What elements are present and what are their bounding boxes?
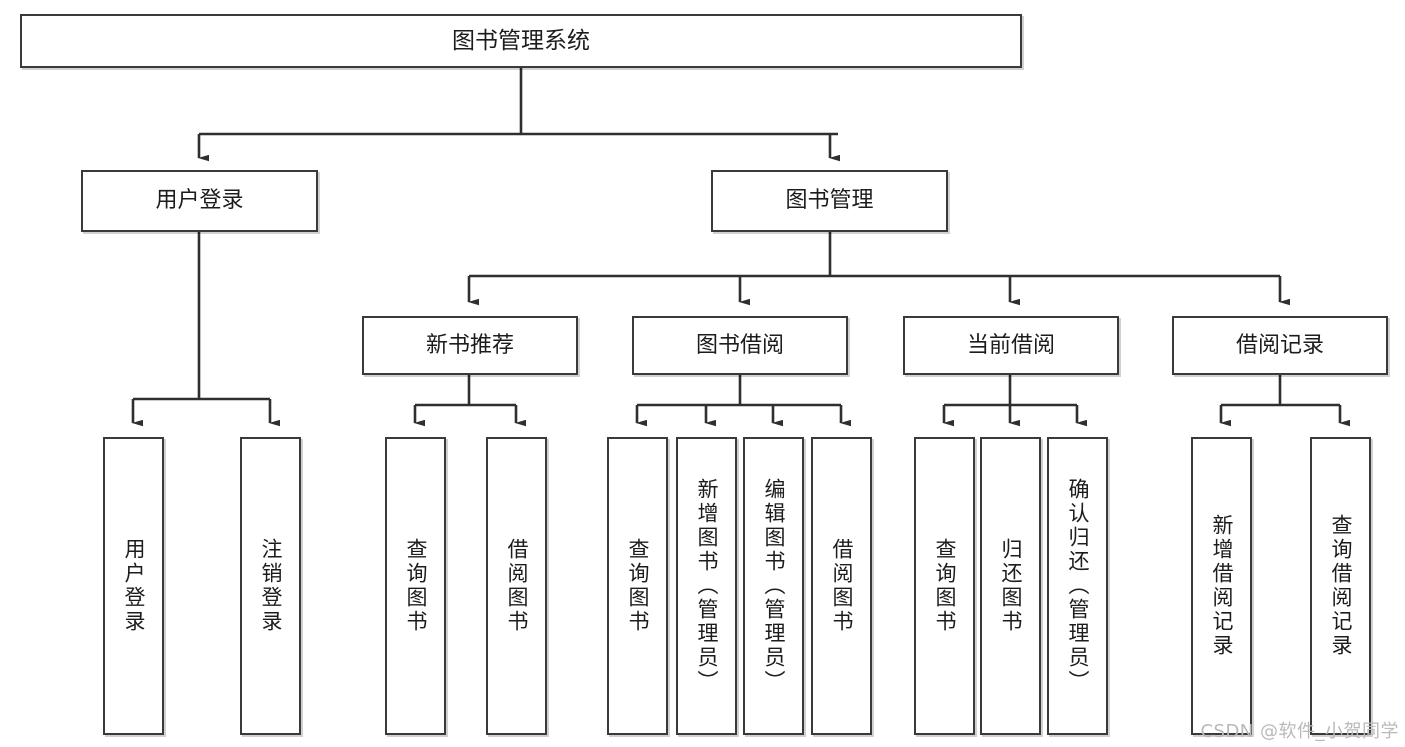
leaf-user-login[interactable]: 用户登录: [103, 437, 164, 735]
node-book-borrow[interactable]: 图书借阅: [632, 316, 848, 375]
leaf-return-book[interactable]: 归还图书: [980, 437, 1041, 735]
node-label: 当前借阅: [966, 332, 1055, 358]
node-root-book-management-system[interactable]: 图书管理系统: [20, 14, 1022, 68]
leaf-borrow-book-recommend[interactable]: 借阅图书: [486, 437, 547, 735]
node-current-borrow[interactable]: 当前借阅: [903, 316, 1119, 375]
node-label: 图书管理: [785, 188, 874, 214]
node-new-book-recommend[interactable]: 新书推荐: [362, 316, 578, 375]
node-label: 图书管理系统: [452, 27, 590, 54]
node-label: 新增借阅记录: [1210, 514, 1234, 658]
node-user-login[interactable]: 用户登录: [81, 170, 318, 232]
node-label: 查询借阅记录: [1329, 514, 1353, 658]
node-label: 查询图书: [404, 538, 428, 634]
node-label: 借阅图书: [830, 538, 854, 634]
leaf-query-book-current[interactable]: 查询图书: [914, 437, 975, 735]
node-label: 注销登录: [259, 538, 283, 634]
leaf-add-borrow-record[interactable]: 新增借阅记录: [1191, 437, 1252, 735]
leaf-edit-book-admin[interactable]: 编辑图书（管理员）: [743, 437, 804, 735]
node-label: 用户登录: [155, 188, 244, 214]
node-label: 借阅记录: [1235, 332, 1324, 358]
node-label: 编辑图书（管理员）: [762, 478, 786, 694]
node-label: 查询图书: [933, 538, 957, 634]
leaf-confirm-return-admin[interactable]: 确认归还（管理员）: [1047, 437, 1108, 735]
node-label: 借阅图书: [505, 538, 529, 634]
node-label: 确认归还（管理员）: [1066, 478, 1090, 694]
node-label: 图书借阅: [695, 332, 784, 358]
leaf-borrow-book[interactable]: 借阅图书: [811, 437, 872, 735]
leaf-logout-login[interactable]: 注销登录: [240, 437, 301, 735]
leaf-query-book-recommend[interactable]: 查询图书: [385, 437, 446, 735]
node-borrow-record[interactable]: 借阅记录: [1172, 316, 1388, 375]
node-label: 用户登录: [122, 538, 146, 634]
leaf-query-borrow-record[interactable]: 查询借阅记录: [1310, 437, 1371, 735]
node-label: 归还图书: [999, 538, 1023, 634]
leaf-add-book-admin[interactable]: 新增图书（管理员）: [676, 437, 737, 735]
node-book-management[interactable]: 图书管理: [711, 170, 948, 232]
leaf-query-book-borrow[interactable]: 查询图书: [607, 437, 668, 735]
node-label: 查询图书: [626, 538, 650, 634]
node-label: 新增图书（管理员）: [695, 478, 719, 694]
node-label: 新书推荐: [425, 332, 514, 358]
